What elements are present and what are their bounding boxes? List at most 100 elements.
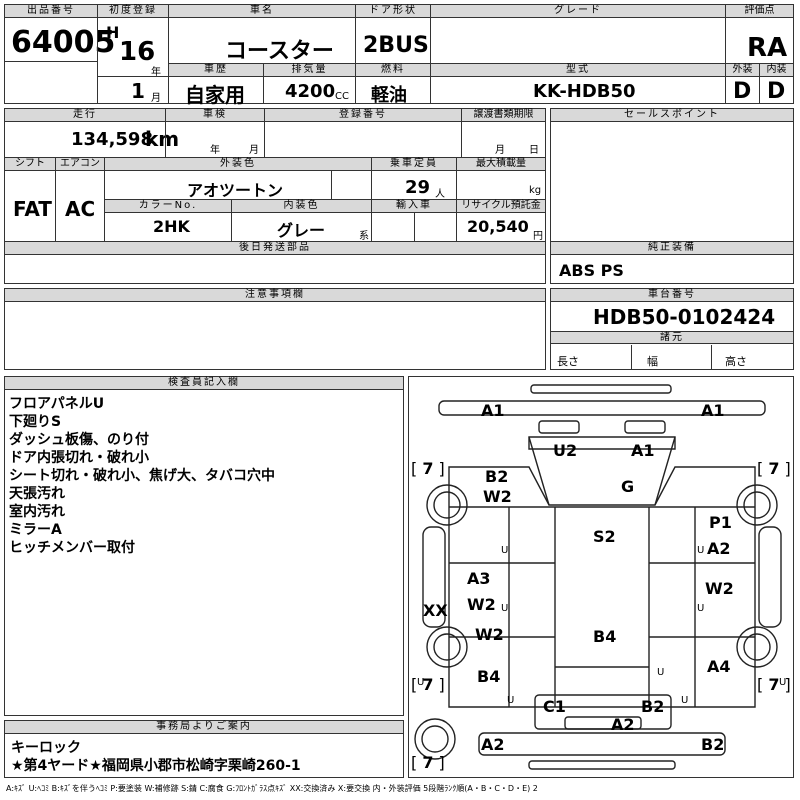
small-u-mark-9: U	[657, 667, 665, 678]
inspector-note: シート切れ・破れ小、焦げ大、タバコ穴中	[9, 468, 275, 484]
office-note: ★第4ヤード★福岡県小郡市松崎字栗崎260-1	[11, 758, 301, 774]
small-u-mark-6: U	[779, 677, 787, 688]
small-u-mark-5: U	[417, 677, 425, 688]
car-name: コースター	[225, 39, 334, 64]
year-unit: 年	[151, 67, 161, 78]
exterior-score: D	[733, 79, 752, 104]
recycle-unit: 円	[533, 231, 543, 242]
chassis-panel: 車台番号 HDB50-0102424 諸元 長さ 幅 高さ	[550, 288, 794, 370]
inspector-note: ミラーA	[9, 522, 62, 538]
w2-right-mark: W2	[705, 579, 734, 598]
lot-number: 64005	[11, 25, 116, 60]
door-label: ドア形状	[356, 5, 430, 18]
small-u-mark-2: U	[697, 545, 705, 556]
inspector-note: ドア内張切れ・破れ小	[9, 450, 149, 466]
b2-rear-mark: B2	[641, 697, 665, 716]
later-parts-label: 後日発送部品	[5, 242, 545, 255]
inspection-year-unit: 年	[210, 145, 220, 156]
office-note: キーロック	[11, 740, 81, 756]
office-notice-panel: 事務局よりご案内 キーロック ★第4ヤード★福岡県小郡市松崎字栗崎260-1	[4, 720, 404, 778]
door-type: 2BUS	[363, 33, 429, 58]
first-registration-label: 初度登録	[98, 5, 168, 18]
glass-mark: G	[621, 477, 635, 496]
inspector-note: 下廻りS	[9, 414, 62, 430]
height-label: 高さ	[725, 355, 747, 368]
displacement: 4200	[285, 81, 336, 102]
c1-mark: C1	[543, 697, 566, 716]
small-u-mark-7: U	[507, 695, 515, 706]
caution-panel: 注意事項欄	[4, 288, 546, 370]
color-number-label: カラーNo.	[105, 200, 231, 213]
aircon-label: エアコン	[56, 158, 104, 171]
shift: FAT	[13, 197, 52, 221]
legend: A:ｷｽﾞ U:ﾍｺﾐ B:ｷｽﾞを伴うﾍｺﾐ P:要塗装 W:補修跡 S:錆 …	[6, 784, 538, 793]
displacement-unit: CC	[335, 91, 349, 102]
fuel-label: 燃料	[356, 64, 430, 77]
header-row-1: 出品番号 64005 初度登録 H 16 年 1 月 車名 コースター ドア形状…	[4, 4, 794, 107]
inspection-month-unit: 月	[249, 145, 259, 156]
inspector-note: 天張汚れ	[9, 486, 65, 502]
bus-outline	[414, 384, 782, 770]
model: KK-HDB50	[533, 81, 636, 102]
a2-rear-mark: A2	[611, 715, 635, 734]
deadline-month-unit: 月	[495, 145, 505, 156]
car-name-label: 車名	[169, 5, 355, 18]
recycle-label: リサイクル預託金	[457, 200, 545, 213]
b4-left-mark: B4	[477, 667, 501, 686]
a2-rear-left-mark: A2	[481, 735, 505, 754]
tire-front-left: [ 7 ]	[411, 459, 445, 478]
history-label: 車歴	[169, 64, 263, 77]
caution-label: 注意事項欄	[5, 289, 545, 302]
document-deadline-label: 譲渡書類期限	[462, 109, 545, 122]
capacity-unit: 人	[435, 189, 445, 200]
model-label: 型式	[431, 64, 725, 77]
interior-color-unit: 系	[359, 231, 369, 242]
damage-diagram: A1 A1 U2 A1 G B2 W2 P1 S2 A2 A3 W2 W2 XX…	[408, 376, 794, 778]
displacement-label: 排気量	[264, 64, 355, 77]
reg-month: 1	[131, 79, 145, 103]
inspector-notes-label: 検査員記入欄	[5, 377, 403, 390]
hood-a1-mark: A1	[631, 441, 655, 460]
mileage-label: 走行	[5, 109, 165, 122]
w2-mid-mark: W2	[467, 595, 496, 614]
equipment-label: 純正装備	[551, 242, 793, 255]
a2-right-mark: A2	[707, 539, 731, 558]
exterior-color-label: 外装色	[105, 158, 371, 171]
small-u-mark-3: U	[501, 603, 509, 614]
sales-point-label: セールスポイント	[551, 109, 793, 122]
score: RA	[747, 33, 788, 63]
w2-lower-mark: W2	[475, 625, 504, 644]
inspector-note: ヒッチメンバー取付	[9, 540, 135, 556]
interior-color: グレー	[277, 221, 326, 240]
a3-mark: A3	[467, 569, 491, 588]
inspection-label: 車検	[166, 109, 264, 122]
b2-rear-right-mark: B2	[701, 735, 725, 754]
fuel: 軽油	[371, 85, 407, 106]
tire-rear-right: [ 7 ]	[757, 675, 791, 694]
vehicle-info-panel: 走行 134,598 km 車検 年 月 登録番号 譲渡書類期限 月 日 シフト…	[4, 108, 546, 284]
front-left-mark: A1	[481, 401, 505, 420]
p1-mark: P1	[709, 513, 732, 532]
dimensions-label: 諸元	[551, 331, 793, 344]
capacity: 29	[405, 177, 431, 198]
month-unit: 月	[151, 93, 161, 104]
width-label: 幅	[647, 355, 658, 368]
front-right-mark: A1	[701, 401, 725, 420]
grade-label: グレード	[431, 5, 725, 18]
inspector-note: フロアパネルU	[9, 396, 105, 412]
shift-label: シフト	[5, 158, 55, 171]
inspector-notes-panel: 検査員記入欄 フロアパネルU 下廻りS ダッシュ板傷、のり付 ドア内張切れ・破れ…	[4, 376, 404, 716]
reg-year: 16	[119, 37, 156, 67]
b2-left-mark: B2	[485, 467, 509, 486]
mileage: 134,598	[71, 129, 153, 150]
max-load-label: 最大積載量	[457, 158, 545, 171]
u2-mark: U2	[553, 441, 578, 460]
small-u-mark-4: U	[697, 603, 705, 614]
s2-mark: S2	[593, 527, 616, 546]
lot-number-label: 出品番号	[5, 5, 97, 18]
mileage-unit: km	[145, 127, 180, 151]
inspector-note: ダッシュ板傷、のり付	[9, 432, 149, 448]
score-label: 評価点	[726, 5, 793, 18]
interior-color-label: 内装色	[232, 200, 371, 213]
chassis-label: 車台番号	[551, 289, 793, 302]
